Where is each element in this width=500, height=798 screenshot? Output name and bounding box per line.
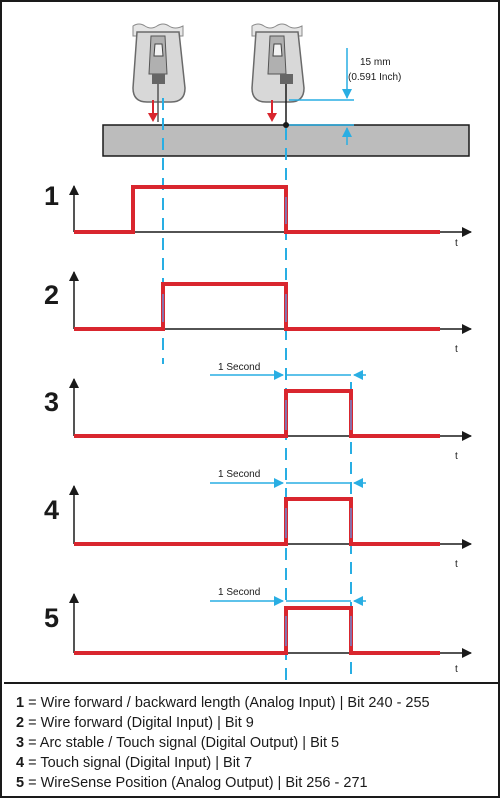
time-axis-label: t <box>455 344 458 355</box>
legend-number: 3 <box>16 735 25 751</box>
legend-item-5: 5 = WireSense Position (Analog Output) |… <box>16 773 500 793</box>
time-axis-label: t <box>455 664 458 675</box>
signal-3: 3 t 1 Second <box>44 362 472 462</box>
signal-5: 5 t 1 Second <box>44 587 472 675</box>
legend-text: = WireSense Position (Analog Output) | B… <box>24 775 368 791</box>
interval-label: 1 Second <box>218 587 260 598</box>
transition-edges <box>162 197 352 646</box>
signal-number: 3 <box>44 387 59 417</box>
time-axis-label: t <box>455 451 458 462</box>
legend-number: 4 <box>16 755 25 771</box>
time-axis-label: t <box>455 559 458 570</box>
torch-right-icon <box>251 23 305 124</box>
signal-waveform <box>74 389 440 438</box>
feed-arrow-right-icon <box>267 100 277 122</box>
signal-number: 1 <box>44 181 59 211</box>
legend-text: = Touch signal (Digital Input) | Bit 7 <box>24 755 253 771</box>
contact-point <box>283 122 289 128</box>
legend-number: 2 <box>16 715 25 731</box>
interval-label: 1 Second <box>218 362 260 373</box>
signal-waveform <box>74 606 440 655</box>
legend-item-3: 3 = Arc stable / Touch signal (Digital O… <box>16 733 500 753</box>
dimension-15mm: 15 mm (0.591 Inch) <box>289 48 401 145</box>
dimension-mm-label: 15 mm <box>360 57 391 68</box>
signal-waveform <box>74 497 440 546</box>
torch-left-icon <box>132 23 186 122</box>
signal-1: 1 t <box>44 181 472 249</box>
legend-text: = Arc stable / Touch signal (Digital Out… <box>24 735 340 751</box>
legend-number: 5 <box>16 775 25 791</box>
legend-item-1: 1 = Wire forward / backward length (Anal… <box>16 693 500 713</box>
interval-label: 1 Second <box>218 469 260 480</box>
timing-diagram: 15 mm (0.591 Inch) 1 t 2 t 3 <box>44 23 472 682</box>
feed-arrow-left-icon <box>148 100 158 122</box>
legend-number: 1 <box>16 695 25 711</box>
signal-waveform <box>74 185 440 234</box>
signal-4: 4 t 1 Second <box>44 469 472 570</box>
legend-item-4: 4 = Touch signal (Digital Input) | Bit 7 <box>16 753 500 773</box>
signal-number: 5 <box>44 603 59 633</box>
signal-number: 4 <box>44 495 59 525</box>
signal-waveform <box>74 282 440 331</box>
legend-item-2: 2 = Wire forward (Digital Input) | Bit 9 <box>16 713 500 733</box>
legend-text: = Wire forward (Digital Input) | Bit 9 <box>24 715 254 731</box>
time-axis-label: t <box>455 238 458 249</box>
dimension-inch-label: (0.591 Inch) <box>348 72 401 83</box>
legend-text: = Wire forward / backward length (Analog… <box>24 695 430 711</box>
legend: 1 = Wire forward / backward length (Anal… <box>4 682 500 798</box>
signal-number: 2 <box>44 280 59 310</box>
signal-2: 2 t <box>44 271 472 355</box>
